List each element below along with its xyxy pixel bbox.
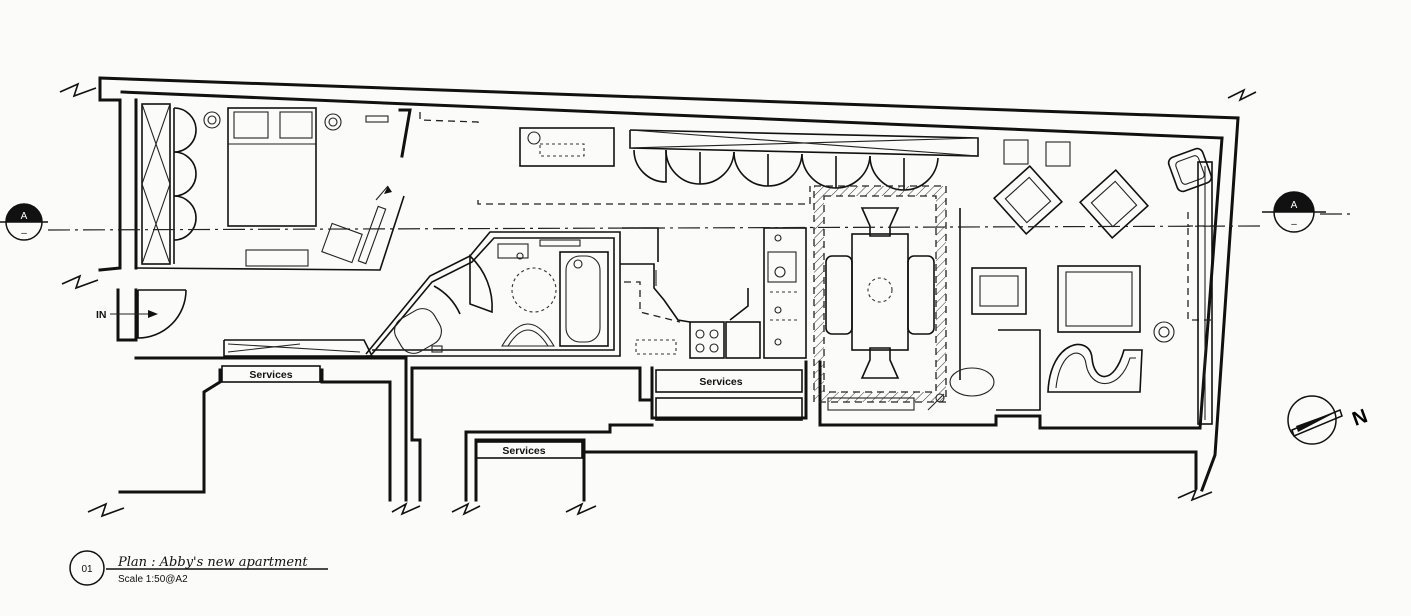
bedroom: [135, 103, 412, 271]
kitchen: [620, 227, 807, 359]
services-label-middle: Services: [699, 376, 742, 388]
north-arrow-label: N: [1349, 405, 1370, 431]
exterior-walls: [98, 76, 1240, 502]
hall-cabinet: [519, 127, 615, 167]
section-marker-right-letter: A: [1291, 200, 1298, 211]
section-marker-left: A –: [0, 203, 48, 241]
entry-dashed-line: [419, 112, 479, 128]
hall-shelf: [539, 143, 585, 157]
section-marker-left-sub: –: [21, 228, 27, 239]
entrance-label: IN: [96, 309, 107, 321]
services-label-lower: Services: [502, 445, 545, 457]
bathroom: [223, 231, 621, 357]
drawing-scale: Scale 1:50@A2: [118, 574, 188, 585]
break-lines: [59, 82, 1257, 518]
section-line-a: [47, 225, 1261, 231]
drawing-number: 01: [81, 564, 93, 575]
services-label-left: Services: [249, 369, 292, 381]
title-block: 01 Plan : Abby's new apartment Scale 1:5…: [69, 550, 328, 586]
section-marker-left-letter: A: [21, 211, 28, 222]
north-arrow: N: [1287, 395, 1371, 445]
long-wardrobe: [629, 129, 979, 191]
hall-lamp: [527, 131, 541, 145]
drawing-title: Plan : Abby's new apartment: [117, 555, 308, 570]
entry-door: [110, 289, 187, 339]
dining-area: [813, 185, 995, 411]
section-marker-right: A –: [1262, 191, 1326, 233]
section-marker-right-sub: –: [1291, 219, 1297, 230]
services-boxes: [221, 365, 803, 459]
